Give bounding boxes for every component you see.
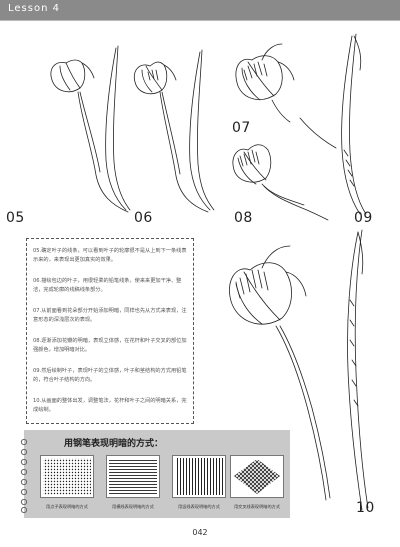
tulip-step-07 (235, 43, 295, 123)
caption-horizontal: 用横线表现明暗的方式 (112, 504, 154, 509)
dots-pattern-icon (43, 458, 91, 495)
note-10: 10.从画面的整体出发，调整笔法，花杆和叶子之间的明暗关系，完成绘制。 (33, 398, 187, 413)
step-number-07: 07 (232, 120, 251, 136)
note-06: 06.描绘包边的叶子，用很轻柔的铅笔线条，使来来更加干净、整洁，完成轮廓的线稿线… (33, 278, 182, 293)
vertical-lines-icon (175, 458, 223, 495)
step-number-05: 05 (6, 210, 25, 226)
vertical-lines-swatch (172, 455, 226, 498)
dots-swatch (40, 455, 94, 498)
crosshatch-icon (234, 459, 280, 494)
note-07: 07.从前面看到花朵部分开始添加明暗，同样也先从方式来表现，注意形态的深浅层次的… (33, 308, 187, 323)
note-08: 08.逐渐添加花瓣的明暗，表现立体感，在花杆和叶子交叉的部位加强颜色，增加明暗对… (33, 338, 187, 353)
tulip-step-09 (299, 33, 367, 215)
lesson-title: Lesson 4 (8, 3, 60, 14)
step-number-06: 06 (134, 210, 153, 226)
tulip-step-08 (232, 144, 329, 221)
tulip-step-05 (50, 45, 131, 213)
spiral-binding-icon (20, 438, 28, 514)
notes-box: 05.确定叶子的线条，可以看到叶子的轮廓很不是从上到下一条线表示来的，来表现出更… (26, 238, 194, 424)
step-number-10: 10 (356, 500, 375, 516)
tulip-step-10 (229, 229, 369, 511)
crosshatch-swatch (230, 455, 284, 498)
page-number: 042 (192, 528, 208, 537)
header-rule (0, 20, 400, 21)
tulip-step-06 (133, 49, 215, 213)
step-number-09: 09 (354, 210, 373, 226)
note-09: 09.然后绘制叶子，表现叶子的立体感，叶子和茎结构的方式用铅笔的，符合叶子结构的… (33, 368, 187, 383)
step-number-08: 08 (234, 210, 253, 226)
horizontal-lines-swatch (106, 455, 160, 498)
panel-title: 用钢笔表现明暗的方式： (64, 439, 164, 449)
caption-crosshatch: 用交叉线表现明暗的方式 (233, 504, 281, 509)
note-05: 05.确定叶子的线条，可以看到叶子的轮廓很不是从上到下一条线表示来的，来表现出更… (33, 248, 187, 263)
horizontal-lines-icon (109, 458, 157, 495)
header-bar (0, 0, 400, 20)
caption-vertical: 用竖线表现明暗的方式 (178, 504, 220, 509)
caption-dots: 用点子表现明暗的方式 (46, 504, 88, 509)
